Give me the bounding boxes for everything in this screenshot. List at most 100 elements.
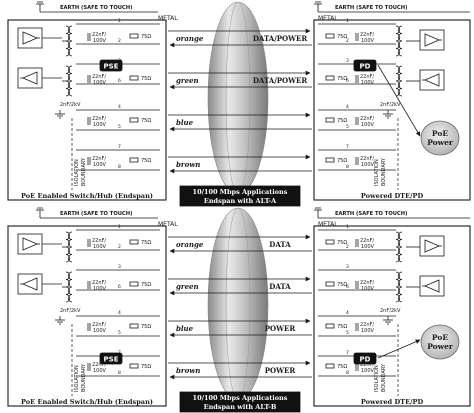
isolation-label: BOUNDARY: [81, 157, 87, 186]
resistor-body: [129, 281, 139, 287]
pin-number: 8: [118, 164, 121, 170]
capacitor-voltage: 100V: [361, 328, 375, 334]
caption-line-2: Endspan with ALT-A: [204, 197, 277, 205]
pin-number: 1: [118, 224, 121, 230]
capacitor-left: 22nF/100V: [87, 322, 107, 334]
resistor-value: 75Ω: [141, 282, 151, 288]
ground-symbol: [55, 316, 65, 325]
capacitor-value: 22nF/: [360, 238, 374, 244]
capacitor-value: 22nF/: [360, 362, 374, 368]
resistor: 75Ω: [129, 33, 151, 40]
capacitor-right: 22nF/100V: [355, 238, 375, 250]
transformer-winding: [397, 25, 403, 57]
resistor: 75Ω: [129, 117, 151, 124]
device-frame: [313, 225, 471, 407]
pair-color-label: orange: [176, 34, 204, 43]
capacitor-voltage: 100V: [361, 368, 375, 374]
pair-color-label: brown: [176, 160, 200, 169]
amplifier-triangle: [22, 237, 39, 251]
pd-badge: PD: [353, 59, 377, 72]
amplifier-frame: [419, 29, 445, 51]
amplifier-frame: [419, 275, 445, 297]
transformer-winding: [395, 231, 401, 263]
pse-badge-box: [99, 352, 123, 365]
pin-number: 7: [346, 350, 349, 356]
capacitor-value: 22nF/: [360, 116, 374, 122]
resistor: 75Ω: [325, 157, 347, 164]
metal-label: METAL: [158, 221, 178, 228]
capacitor-value: 22nF/: [92, 238, 106, 244]
pin-number: 6: [118, 78, 121, 84]
transformer-winding: [65, 65, 71, 97]
resistor-value: 75Ω: [337, 76, 347, 82]
capacitor-value: 22nF/: [92, 32, 106, 38]
switch-frame: [7, 19, 167, 201]
capacitor-value: 22nF/: [360, 32, 374, 38]
caption-line-1: 10/100 Mbps Applications: [193, 188, 288, 196]
switch-title: PoE Enabled Switch/Hub (Endspan): [21, 398, 153, 406]
capacitor-voltage: 100V: [361, 80, 375, 86]
amplifier-icon: [17, 67, 43, 89]
resistor-value: 75Ω: [337, 118, 347, 124]
pse-label: PSE: [104, 356, 119, 364]
pin-number: 7: [118, 144, 121, 150]
resistor-body: [129, 157, 139, 163]
resistor-value: 75Ω: [337, 324, 347, 330]
pin-number: 6: [346, 78, 349, 84]
device-title: Powered DTE/PD: [361, 192, 424, 200]
caption-box: [179, 391, 301, 413]
capacitor-value: 22nF/: [92, 156, 106, 162]
isolation-label: ISOLATION: [374, 365, 380, 392]
caption-line-2: Endspan with ALT-B: [204, 403, 277, 411]
capacitor-value: 22nF/: [92, 74, 106, 80]
isolation-label: BOUNDARY: [381, 157, 387, 186]
pin-number: 5: [118, 330, 121, 336]
switch-box: 1236457822nF/100V22nF/100V22nF/100V22nF/…: [7, 224, 167, 407]
pin-number: 3: [346, 264, 349, 270]
pin-number: 8: [118, 370, 121, 376]
pin-number: 8: [346, 164, 349, 170]
pd-to-poe-arrow: [377, 339, 421, 359]
capacitor-voltage: 100V: [93, 122, 107, 128]
capacitor-value: 22nF/: [92, 280, 106, 286]
metal-label: METAL: [318, 15, 338, 22]
pse-badge: PSE: [99, 59, 123, 72]
earth-header-left: EARTH (SAFE TO TOUCH)METAL: [36, 1, 178, 22]
transformer-winding: [67, 231, 73, 263]
transformer-winding: [65, 25, 71, 57]
capacitor-voltage: 100V: [361, 38, 375, 44]
pin-number: 1: [118, 18, 121, 24]
resistor: 75Ω: [325, 33, 347, 40]
pair-signal-label: POWER: [265, 366, 296, 375]
resistor-value: 75Ω: [141, 158, 151, 164]
resistor-body: [325, 281, 335, 287]
capacitor-value: 22nF/: [360, 322, 374, 328]
pin-number: 3: [118, 264, 121, 270]
capacitor-left: 22nF/100V: [87, 32, 107, 44]
capacitor-right: 22nF/100V: [355, 156, 375, 168]
caption-box: [179, 185, 301, 207]
resistor-value: 75Ω: [337, 158, 347, 164]
pin-number: 2: [346, 38, 349, 44]
resistor: 75Ω: [325, 239, 347, 246]
pin-number: 2: [118, 38, 121, 44]
capacitor-2nf: 2nF/2kV: [380, 308, 401, 314]
resistor: 75Ω: [129, 75, 151, 82]
amplifier-triangle: [21, 71, 38, 85]
resistor-body: [129, 33, 139, 39]
device-box: 1236457822nF/100V22nF/100V22nF/100V22nF/…: [313, 224, 471, 407]
poe-bubble-shape: [420, 324, 460, 360]
isolation-label: BOUNDARY: [81, 363, 87, 392]
earth-header-right: EARTH (SAFE TO TOUCH)METAL: [314, 1, 470, 22]
pair-color-label: blue: [176, 118, 194, 127]
earth-header-right: EARTH (SAFE TO TOUCH)METAL: [314, 207, 470, 228]
capacitor-voltage: 100V: [361, 244, 375, 250]
pin-number: 3: [346, 58, 349, 64]
